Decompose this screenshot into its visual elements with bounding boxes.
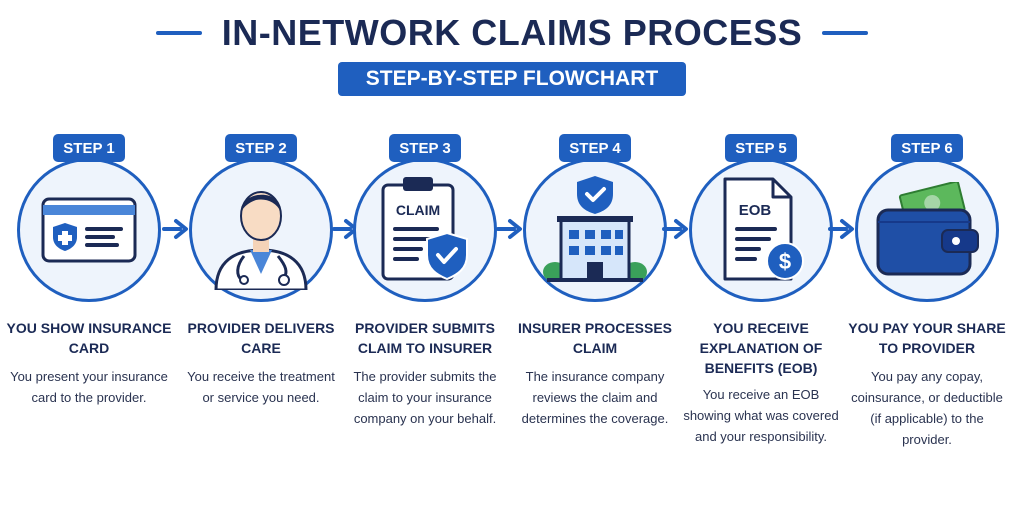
step-heading: YOU PAY YOUR SHARE TO PROVIDER [848, 320, 1006, 356]
step-3: STEP 3 CLAIM PROVIDER SUBMITS CLAIM TO I… [350, 130, 500, 510]
arrow-right-icon [662, 219, 688, 239]
arrow-right-icon [828, 219, 854, 239]
step-badge: STEP 6 [891, 134, 963, 162]
step-circle [855, 158, 999, 302]
step-heading: INSURER PROCESSES CLAIM [517, 320, 673, 356]
step-heading: YOU SHOW INSURANCE CARD [6, 320, 172, 356]
step-4: STEP 4 INSURER PROCESSES CLAIM The insur… [518, 130, 672, 510]
step-circle [17, 158, 161, 302]
step-6: STEP 6 YOU PAY YOUR SHARE TO PROVIDER Yo… [848, 130, 1006, 510]
step-badge: STEP 4 [559, 134, 631, 162]
insurer-building-icon [543, 176, 647, 282]
arrow-right-icon [162, 219, 188, 239]
step-description: The insurance company reviews the claim … [521, 369, 669, 426]
step-circle [189, 158, 333, 302]
step-badge: STEP 1 [53, 134, 125, 162]
arrow-right-icon [496, 219, 522, 239]
claim-label: CLAIM [396, 202, 440, 218]
step-description: The provider submits the claim to your i… [353, 369, 497, 426]
title-row: IN-NETWORK CLAIMS PROCESS [0, 10, 1024, 56]
eob-label: EOB [739, 202, 772, 219]
step-description: You present your insurance card to the p… [10, 369, 168, 405]
claim-clipboard-icon: CLAIM [381, 177, 468, 281]
step-heading: PROVIDER SUBMITS CLAIM TO INSURER [354, 320, 495, 356]
svg-text:$: $ [779, 249, 791, 274]
insurance-card-icon [41, 197, 137, 263]
step-badge: STEP 3 [389, 134, 461, 162]
step-badge: STEP 2 [225, 134, 297, 162]
page-title: IN-NETWORK CLAIMS PROCESS [221, 12, 803, 53]
step-heading: PROVIDER DELIVERS CARE [187, 320, 335, 356]
doctor-icon [214, 191, 308, 290]
step-description: You receive the treatment or service you… [187, 369, 335, 405]
step-2: STEP 2 PROVIDER DELIVERS CARE You receiv… [186, 130, 336, 510]
step-circle: EOB $ [689, 158, 833, 302]
subtitle-wrap: STEP-BY-STEP FLOWCHART [0, 62, 1024, 96]
step-description: You pay any copay, coinsurance, or deduc… [851, 369, 1003, 447]
step-1: STEP 1 YOU SHOW INSURANCE CARD You prese… [7, 130, 171, 510]
step-description: You receive an EOB showing what was cove… [683, 387, 839, 444]
step-circle [523, 158, 667, 302]
step-5: STEP 5 EOB $ YOU RECEIVE EXPLANATION OF … [683, 130, 839, 510]
eob-document-icon: EOB $ [723, 177, 804, 281]
step-badge: STEP 5 [725, 134, 797, 162]
wallet-icon [876, 182, 979, 276]
title-right-line [822, 31, 869, 35]
subtitle-banner: STEP-BY-STEP FLOWCHART [337, 62, 687, 96]
title-left-line [155, 31, 202, 35]
step-circle: CLAIM [353, 158, 497, 302]
step-heading: YOU RECEIVE EXPLANATION OF BENEFITS (EOB… [699, 320, 823, 376]
